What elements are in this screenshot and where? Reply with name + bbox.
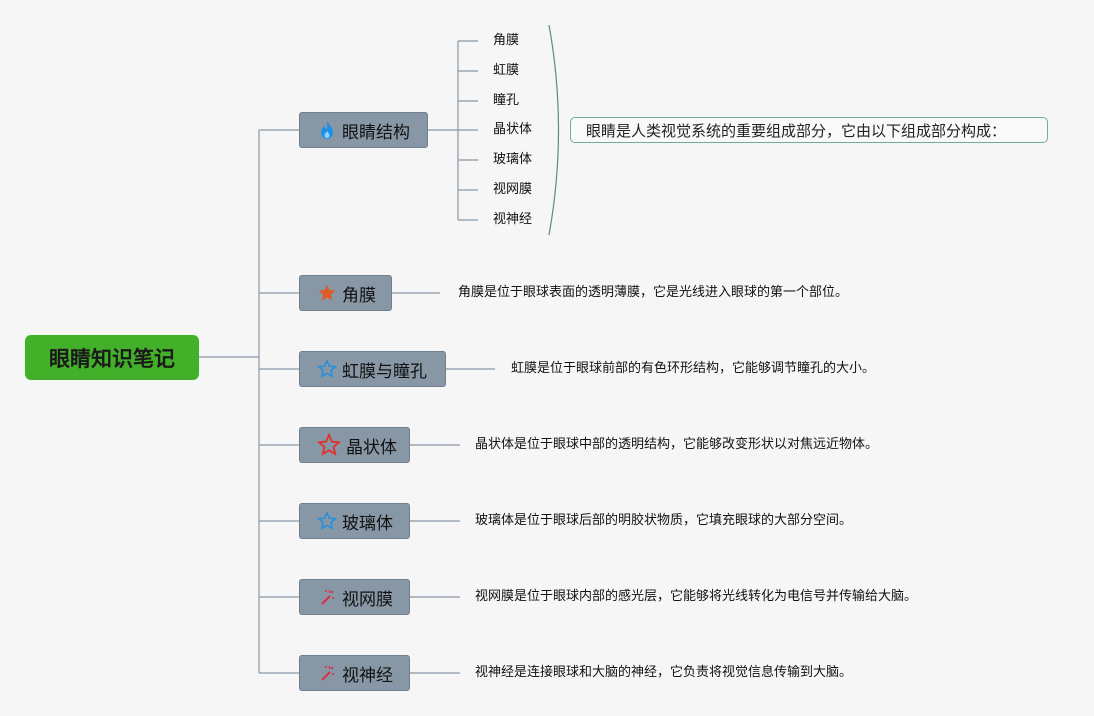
- root-topic[interactable]: 眼睛知识笔记: [25, 335, 199, 380]
- topic-label: 晶状体: [346, 437, 397, 458]
- subtopic-vitreous[interactable]: 玻璃体: [493, 152, 533, 167]
- topic-label: 角膜: [342, 285, 376, 306]
- star-outline-red-icon: [317, 433, 341, 457]
- subtopic-cornea[interactable]: 角膜: [493, 33, 520, 48]
- subtopic-lens[interactable]: 晶状体: [493, 122, 533, 137]
- topic-label: 虹膜与瞳孔: [342, 361, 427, 382]
- desc-iris-pupil[interactable]: 虹膜是位于眼球前部的有色环形结构，它能够调节瞳孔的大小。: [511, 361, 876, 376]
- magic-wand-icon: [317, 587, 337, 607]
- desc-optic-nerve[interactable]: 视神经是连接眼球和大脑的神经，它负责将视觉信息传输到大脑。: [475, 665, 853, 680]
- magic-wand-icon: [317, 663, 337, 683]
- subtopic-optic-nerve[interactable]: 视神经: [493, 212, 533, 227]
- star-outline-blue-icon: [317, 511, 337, 531]
- star-filled-icon: [317, 283, 337, 303]
- topic-retina[interactable]: 视网膜: [299, 579, 410, 615]
- fire-icon: [317, 120, 337, 140]
- subtopic-pupil[interactable]: 瞳孔: [493, 93, 520, 108]
- topic-label: 眼睛结构: [342, 122, 410, 143]
- topic-optic-nerve[interactable]: 视神经: [299, 655, 410, 691]
- topic-cornea[interactable]: 角膜: [299, 275, 392, 311]
- topic-label: 视神经: [342, 665, 393, 686]
- topic-lens[interactable]: 晶状体: [299, 427, 410, 463]
- desc-lens[interactable]: 晶状体是位于眼球中部的透明结构，它能够改变形状以对焦远近物体。: [475, 437, 879, 452]
- summary-note-text: 眼睛是人类视觉系统的重要组成部分，它由以下组成部分构成：: [586, 121, 1007, 140]
- topic-label: 视网膜: [342, 589, 393, 610]
- topic-iris-pupil[interactable]: 虹膜与瞳孔: [299, 351, 446, 387]
- topic-label: 玻璃体: [342, 513, 393, 534]
- root-label: 眼睛知识笔记: [49, 346, 175, 371]
- desc-retina[interactable]: 视网膜是位于眼球内部的感光层，它能够将光线转化为电信号并传输给大脑。: [475, 589, 918, 604]
- desc-cornea[interactable]: 角膜是位于眼球表面的透明薄膜，它是光线进入眼球的第一个部位。: [458, 285, 849, 300]
- star-outline-blue-icon: [317, 359, 337, 379]
- subtopic-iris[interactable]: 虹膜: [493, 63, 520, 78]
- topic-vitreous[interactable]: 玻璃体: [299, 503, 410, 539]
- topic-eye-structure[interactable]: 眼睛结构: [299, 112, 428, 148]
- desc-vitreous[interactable]: 玻璃体是位于眼球后部的明胶状物质，它填充眼球的大部分空间。: [475, 513, 853, 528]
- summary-note[interactable]: 眼睛是人类视觉系统的重要组成部分，它由以下组成部分构成：: [570, 117, 1048, 143]
- subtopic-retina[interactable]: 视网膜: [493, 182, 533, 197]
